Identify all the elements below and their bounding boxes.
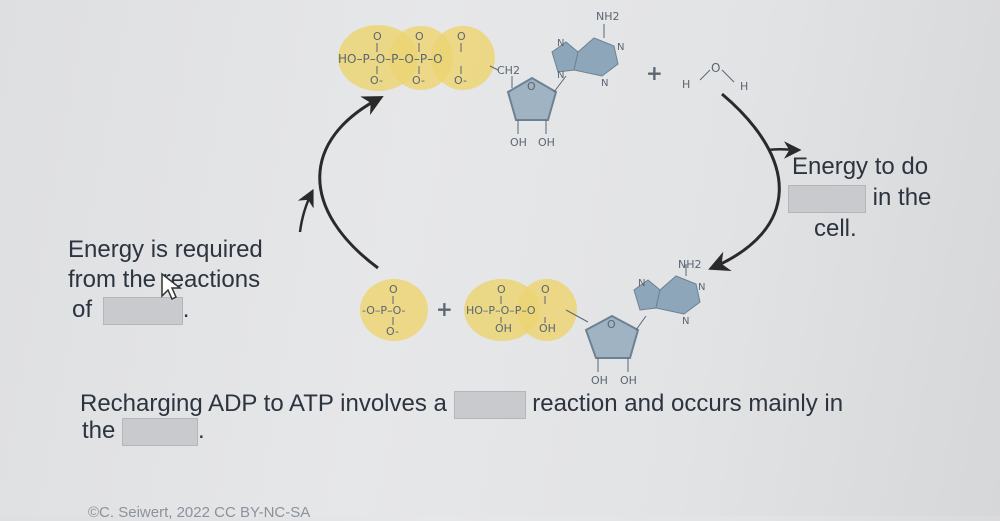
svg-text:O-: O-	[454, 74, 467, 87]
svg-text:OH: OH	[539, 322, 556, 335]
adp-oh-1: OH	[591, 374, 608, 387]
water-o: O	[711, 61, 720, 75]
in-the-text: in the	[872, 184, 932, 211]
plus-sign-top: +	[646, 61, 663, 85]
recharge-sentence-line2: the .	[82, 416, 205, 446]
svg-text:N: N	[638, 278, 645, 289]
svg-text:N: N	[557, 38, 564, 49]
answer-blank-reaction-type[interactable]	[453, 390, 526, 419]
the-text: the	[82, 417, 116, 444]
svg-text:N: N	[617, 42, 624, 53]
answer-blank-work[interactable]	[788, 184, 866, 213]
adp-phosphate-chain: HO–P–O–P–O	[466, 304, 536, 317]
energy-todo-label-line1: Energy to do	[792, 153, 929, 180]
atp-phosphate-chain: HO–P–O–P–O–P–O	[338, 52, 443, 66]
adp-oh-2: OH	[620, 374, 637, 387]
left-cycle-arrow	[318, 96, 384, 270]
svg-text:O: O	[415, 30, 424, 43]
period-text-2: .	[198, 417, 205, 444]
svg-text:N: N	[698, 282, 705, 293]
right-branch-arrow	[767, 141, 802, 159]
free-phosphate: -O–P–O- O O-	[360, 279, 428, 341]
svg-text:O: O	[389, 283, 398, 296]
answer-blank-location[interactable]	[122, 417, 199, 446]
left-branch-arrow	[297, 188, 314, 233]
mouse-pointer-icon	[161, 272, 182, 301]
svg-text:N: N	[557, 70, 564, 81]
answer-blank-reactions[interactable]	[102, 296, 183, 325]
water-h-2: H	[740, 80, 748, 93]
energy-todo-label-line2: in the	[788, 183, 931, 213]
energy-required-label-line1: Energy is required	[68, 236, 263, 263]
atp-nucleoside: CH2 O OH OH NH2 N N N N	[489, 10, 624, 149]
recharge-text-start: Recharging ADP to ATP involves a	[80, 390, 447, 417]
ribose-o: O	[527, 80, 536, 93]
atp-oh-1: OH	[510, 136, 527, 149]
energy-required-label-line3: of .	[72, 295, 189, 325]
of-text: of	[72, 296, 93, 323]
energy-todo-label-line3: cell.	[814, 215, 857, 242]
period-text: .	[182, 296, 190, 323]
svg-text:N: N	[682, 316, 689, 327]
svg-text:O-: O-	[386, 325, 399, 338]
free-phosphate-label: -O–P–O-	[362, 304, 406, 317]
adp-phosphate-group: HO–P–O–P–O O O OH OH	[464, 279, 577, 341]
atp-o-minus: O-	[370, 74, 383, 87]
svg-text:O: O	[457, 30, 466, 43]
atp-oh-2: OH	[538, 136, 555, 149]
atp-phosphate-group: HO–P–O–P–O–P–O O O O O- O- O-	[338, 25, 495, 91]
plus-sign-bottom: +	[436, 297, 453, 321]
svg-text:O-: O-	[412, 74, 425, 87]
atp-nh2: NH2	[596, 10, 620, 23]
water-h-1: H	[682, 78, 690, 91]
svg-text:N: N	[601, 78, 608, 89]
recharge-text-mid: reaction and occurs mainly in	[532, 390, 844, 417]
recharge-sentence-line1: Recharging ADP to ATP involves a reactio…	[80, 389, 843, 419]
adp-nucleoside: O OH OH NH2 N N N	[565, 258, 705, 387]
svg-text:OH: OH	[495, 322, 512, 335]
adp-nh2: NH2	[678, 258, 702, 271]
copyright-notice: ©C. Seiwert, 2022 CC BY-NC-SA	[88, 504, 311, 521]
atp-ch2: CH2	[497, 64, 520, 77]
svg-text:O: O	[541, 283, 550, 296]
right-cycle-arrow	[708, 92, 781, 271]
svg-text:O: O	[607, 318, 616, 331]
svg-text:O: O	[497, 283, 506, 296]
water-molecule: O H H	[682, 61, 748, 93]
svg-text:O: O	[373, 30, 382, 43]
